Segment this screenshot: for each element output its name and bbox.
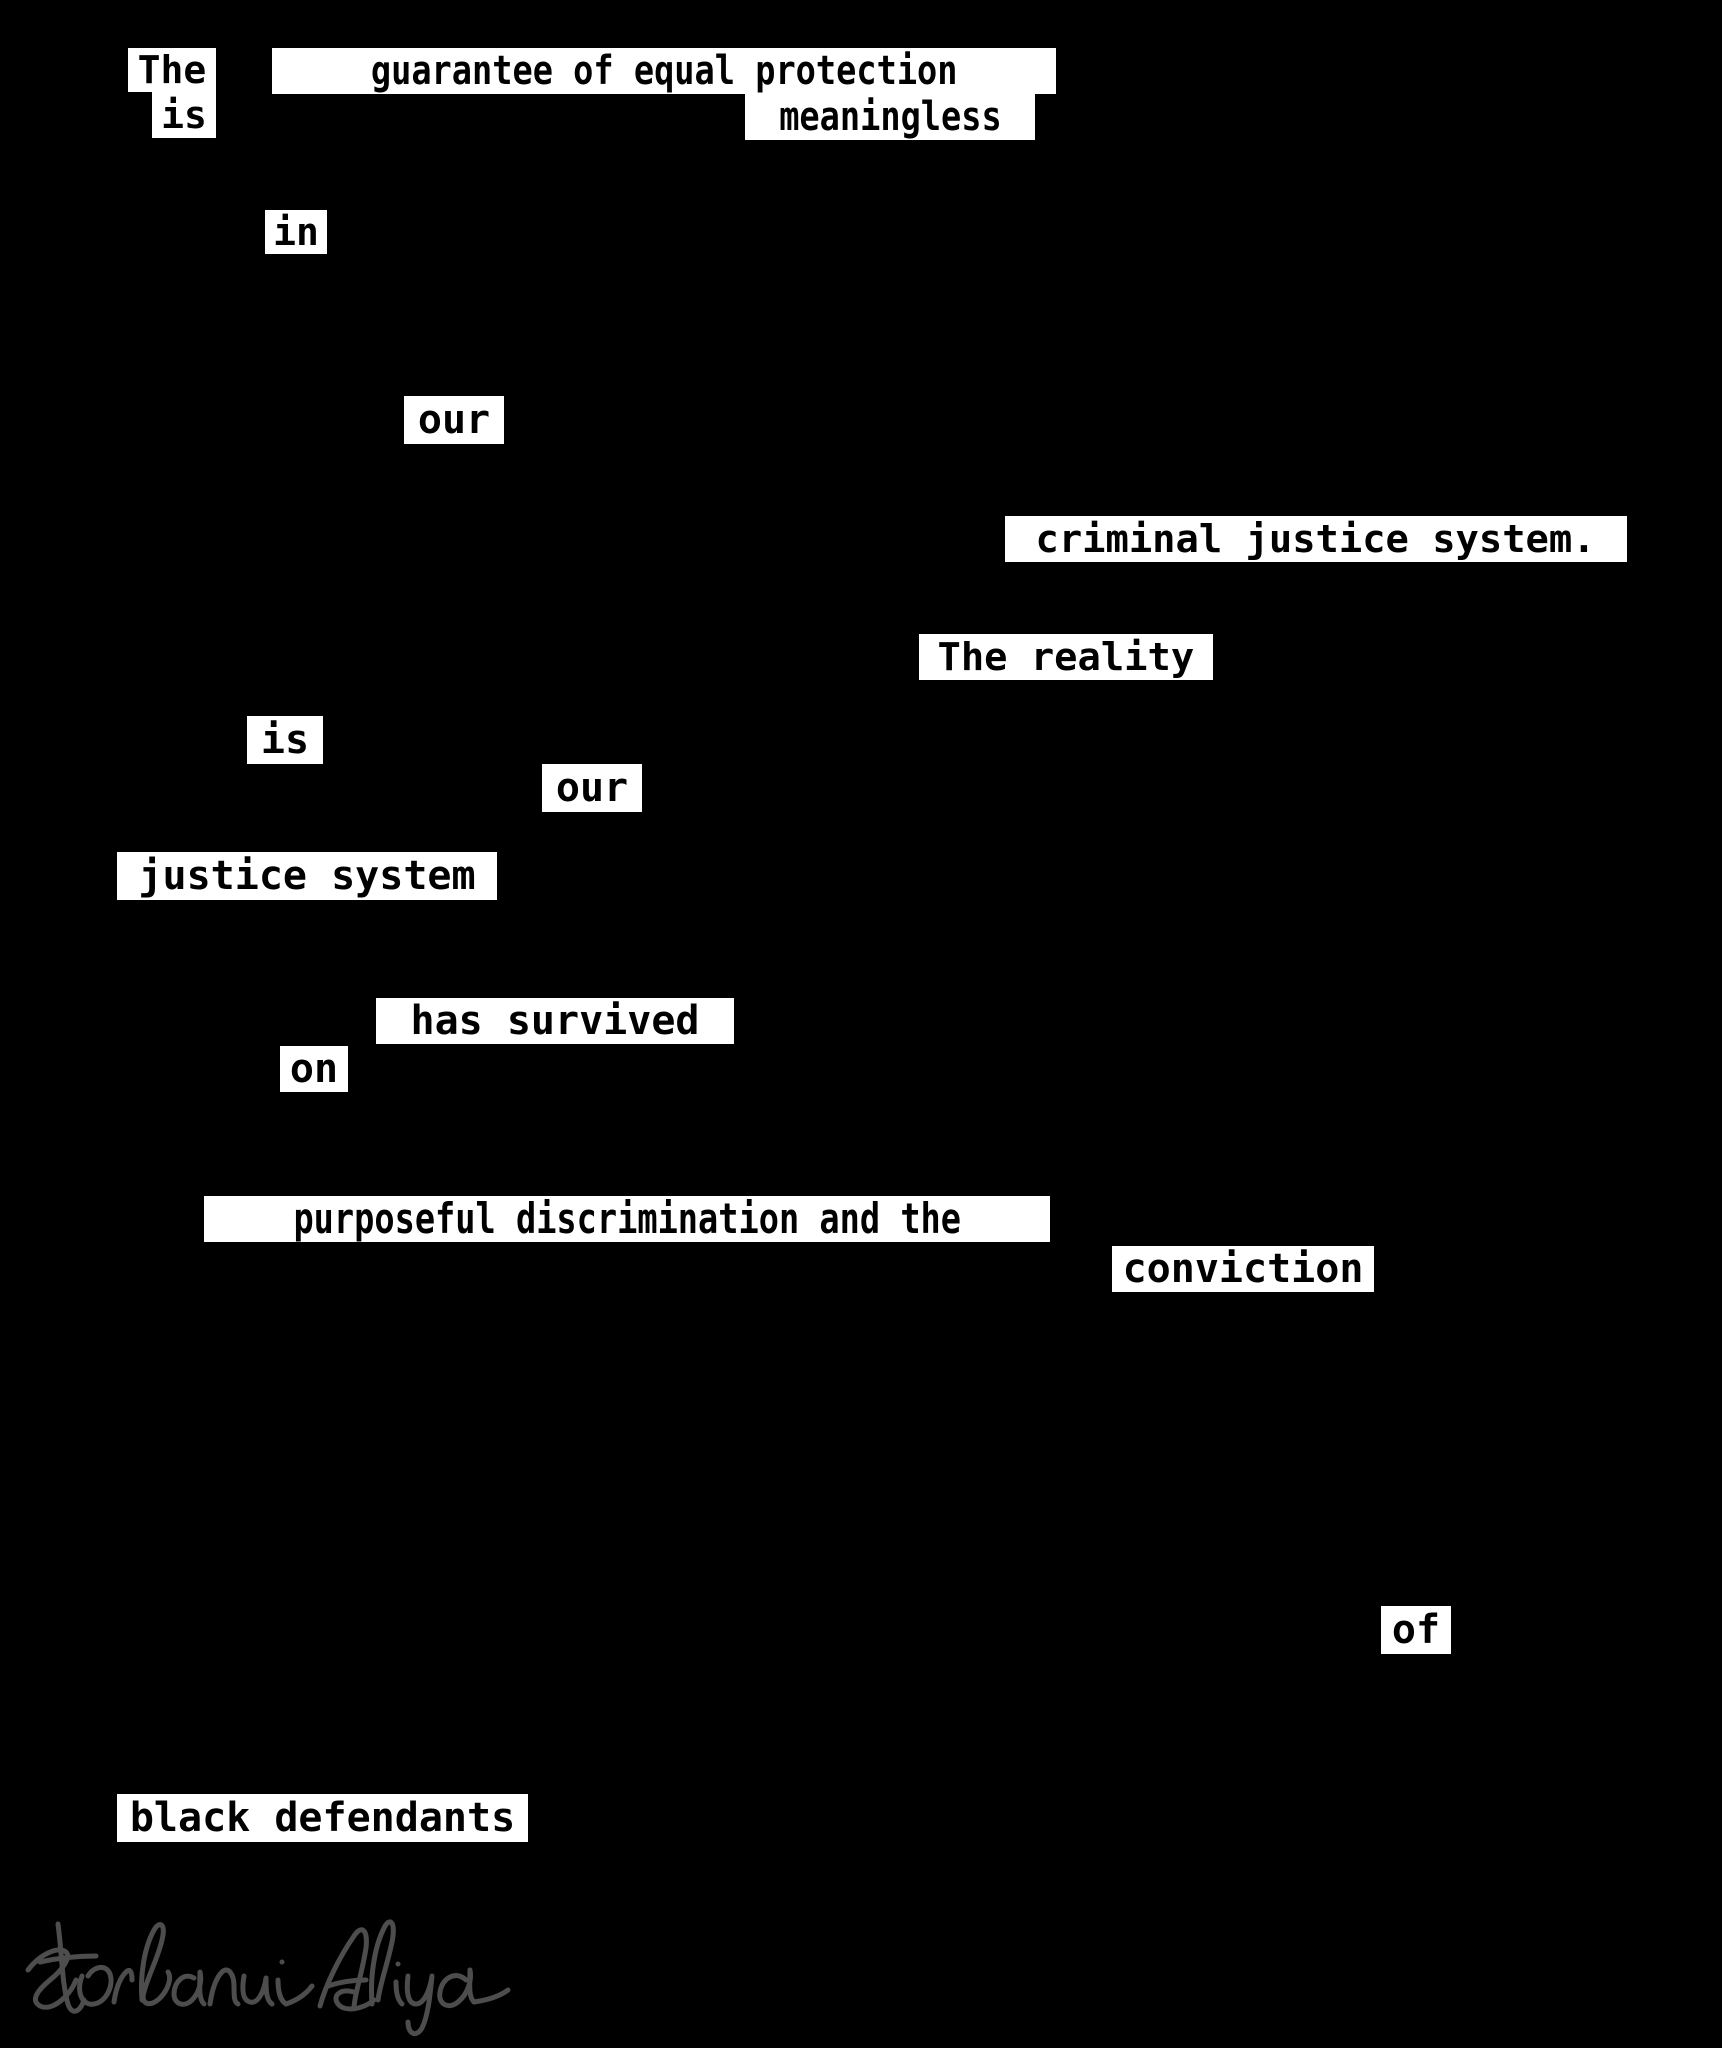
poem-fragment: on bbox=[280, 1046, 348, 1092]
poem-fragment-text: justice system bbox=[138, 853, 476, 899]
poem-fragment: meaningless bbox=[745, 94, 1035, 140]
poem-fragment: criminal justice system. bbox=[1005, 516, 1627, 562]
poem-fragment: guarantee of equal protection bbox=[272, 48, 1056, 94]
poem-fragment-text: meaningless bbox=[778, 94, 1002, 140]
poem-fragment-text: purposeful discrimination and the bbox=[293, 1194, 961, 1243]
poem-fragment: is bbox=[247, 716, 323, 764]
poem-fragment: The reality bbox=[919, 634, 1213, 680]
poem-fragment-text: guarantee of equal protection bbox=[370, 48, 958, 94]
poem-fragment-text: The bbox=[137, 48, 207, 92]
poem-fragment: is bbox=[152, 92, 216, 138]
poem-fragment-text: is bbox=[161, 93, 207, 137]
poem-fragment-text: The reality bbox=[937, 635, 1195, 679]
poem-fragment-text: conviction bbox=[1122, 1246, 1364, 1292]
poem-fragment-text: our bbox=[555, 765, 629, 811]
poem-fragment-text: has survived bbox=[410, 998, 700, 1044]
poem-fragment: purposeful discrimination and the bbox=[204, 1196, 1050, 1242]
poem-fragment: our bbox=[404, 396, 504, 444]
poem-fragment: justice system bbox=[117, 852, 497, 900]
poem-fragment: of bbox=[1381, 1606, 1451, 1654]
poem-fragment-text: of bbox=[1391, 1607, 1441, 1653]
poem-fragment-text: black defendants bbox=[129, 1795, 516, 1841]
poem-fragment-text: on bbox=[289, 1046, 339, 1092]
poem-fragment-text: is bbox=[260, 717, 310, 763]
poem-fragment: The bbox=[128, 48, 216, 92]
poem-fragment-text: in bbox=[273, 210, 319, 254]
artist-signature bbox=[10, 1900, 530, 2040]
poem-fragment: has survived bbox=[376, 998, 734, 1044]
poem-fragment: in bbox=[265, 210, 327, 254]
poem-fragment: conviction bbox=[1112, 1246, 1374, 1292]
poem-fragment-text: criminal justice system. bbox=[1035, 517, 1597, 561]
poem-fragment-text: our bbox=[417, 397, 491, 443]
poem-fragment: black defendants bbox=[117, 1794, 528, 1842]
poem-fragment: our bbox=[542, 764, 642, 812]
